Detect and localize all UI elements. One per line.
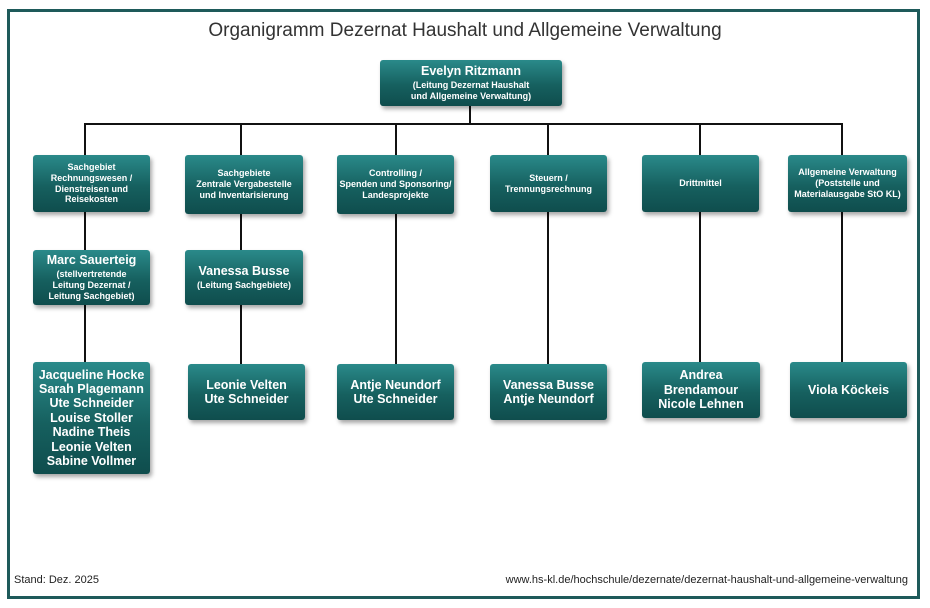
connector-dept-4 <box>547 123 549 155</box>
footer-stand: Stand: Dez. 2025 <box>14 574 100 586</box>
department-box: Steuern / Trennungsrechnung <box>490 155 607 212</box>
connector-col1-lead <box>84 212 86 250</box>
connector-col2-lead <box>240 214 242 250</box>
department-box: Sachgebiet Rechnungswesen / Dienstreisen… <box>33 155 150 212</box>
lead-box: Vanessa Busse (Leitung Sachgebiete) <box>185 250 303 305</box>
department-box: Drittmittel <box>642 155 759 212</box>
connector-col2-staff <box>240 305 242 364</box>
connector-head-down <box>469 106 471 124</box>
lead-name: Marc Sauerteig <box>46 253 137 268</box>
head-name: Evelyn Ritzmann <box>420 64 522 79</box>
connector-col3-staff <box>395 214 397 364</box>
connector-dept-5 <box>699 123 701 155</box>
staff-box: Vanessa Busse Antje Neundorf <box>490 364 607 420</box>
connector-dept-6 <box>841 123 843 155</box>
connector-col4-staff <box>547 212 549 364</box>
staff-box: Viola Köckeis <box>790 362 907 418</box>
connector-col5-staff <box>699 212 701 362</box>
department-box: Sachgebiete Zentrale Vergabestelle und I… <box>185 155 303 214</box>
lead-role: (Leitung Sachgebiete) <box>196 280 291 291</box>
department-box: Controlling / Spenden und Sponsoring/ La… <box>337 155 454 214</box>
staff-box: Jacqueline Hocke Sarah Plagemann Ute Sch… <box>33 362 150 474</box>
head-role: (Leitung Dezernat Haushalt und Allgemein… <box>410 80 532 101</box>
connector-dept-3 <box>395 123 397 155</box>
staff-box: Antje Neundorf Ute Schneider <box>337 364 454 420</box>
department-box: Allgemeine Verwaltung (Poststelle und Ma… <box>788 155 907 212</box>
diagram-frame <box>7 9 920 599</box>
connector-col1-staff <box>84 305 86 362</box>
connector-col6-staff <box>841 212 843 362</box>
footer-url: www.hs-kl.de/hochschule/dezernate/dezern… <box>505 574 908 586</box>
lead-name: Vanessa Busse <box>198 264 290 279</box>
staff-box: Andrea Brendamour Nicole Lehnen <box>642 362 760 418</box>
lead-box: Marc Sauerteig (stellvertretende Leitung… <box>33 250 150 305</box>
lead-role: (stellvertretende Leitung Dezernat / Lei… <box>48 269 135 301</box>
diagram-title: Organigramm Dezernat Haushalt und Allgem… <box>208 20 722 41</box>
head-box: Evelyn Ritzmann (Leitung Dezernat Hausha… <box>380 60 562 106</box>
connector-dept-1 <box>84 123 86 155</box>
connector-horizontal-bus <box>84 123 843 125</box>
connector-dept-2 <box>240 123 242 155</box>
staff-box: Leonie Velten Ute Schneider <box>188 364 305 420</box>
